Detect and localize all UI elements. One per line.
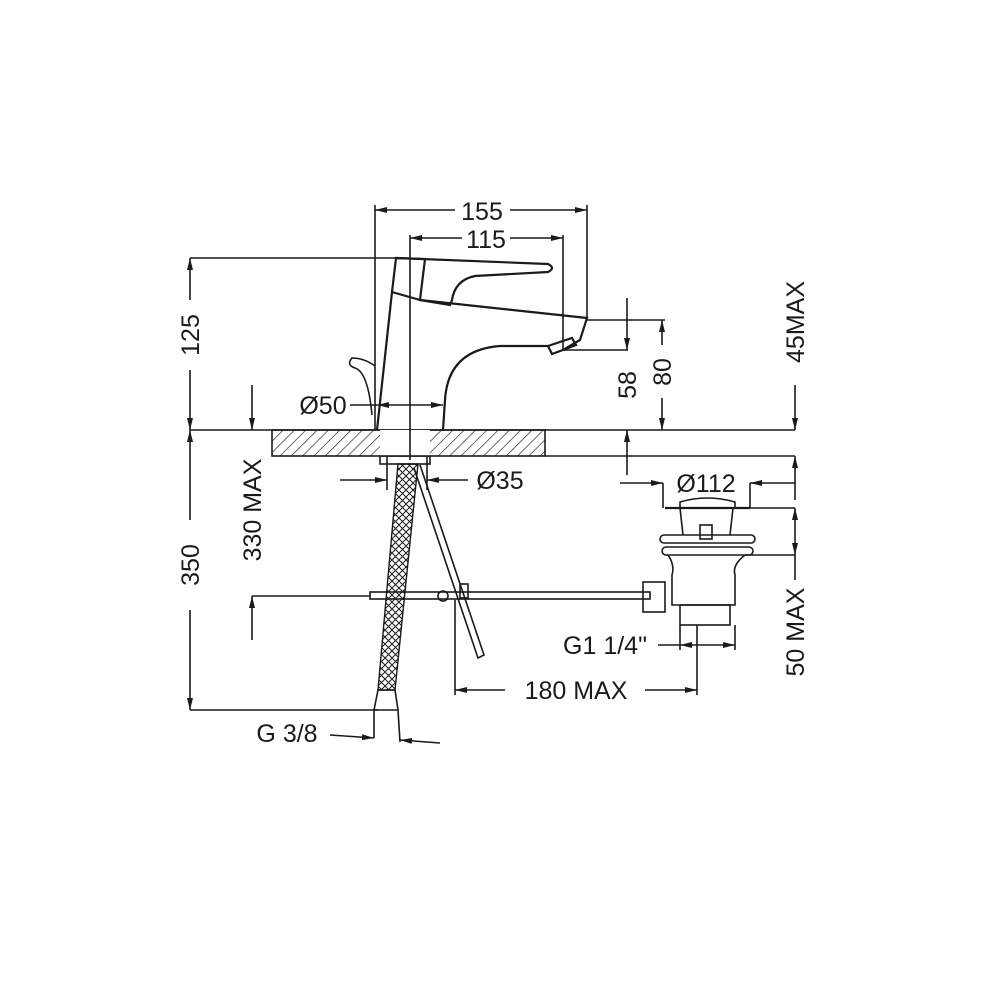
dim-45-max: 45MAX [782, 281, 810, 363]
dim-180-max: 180 MAX [525, 677, 628, 705]
dim-50-max: 50 MAX [782, 587, 810, 676]
dim-125: 125 [177, 314, 205, 356]
dim-330-max: 330 MAX [239, 458, 267, 561]
dim-155: 155 [461, 198, 503, 226]
dim-350: 350 [177, 544, 205, 586]
popup-rod [369, 583, 651, 602]
dim-115: 115 [466, 226, 506, 254]
dim-g1-1-4: G1 1/4" [563, 632, 647, 660]
faucet-body [348, 256, 589, 431]
dim-o50: Ø50 [299, 392, 346, 420]
dim-o35: Ø35 [476, 467, 523, 495]
dimension-lines [187, 205, 798, 744]
drain-waste [642, 497, 756, 626]
dim-80: 80 [649, 358, 677, 386]
supply-hose [373, 455, 485, 711]
dim-58: 58 [614, 371, 642, 399]
dim-g-3-8: G 3/8 [256, 720, 317, 748]
dim-o112: Ø112 [676, 470, 735, 498]
countertop [190, 429, 795, 457]
